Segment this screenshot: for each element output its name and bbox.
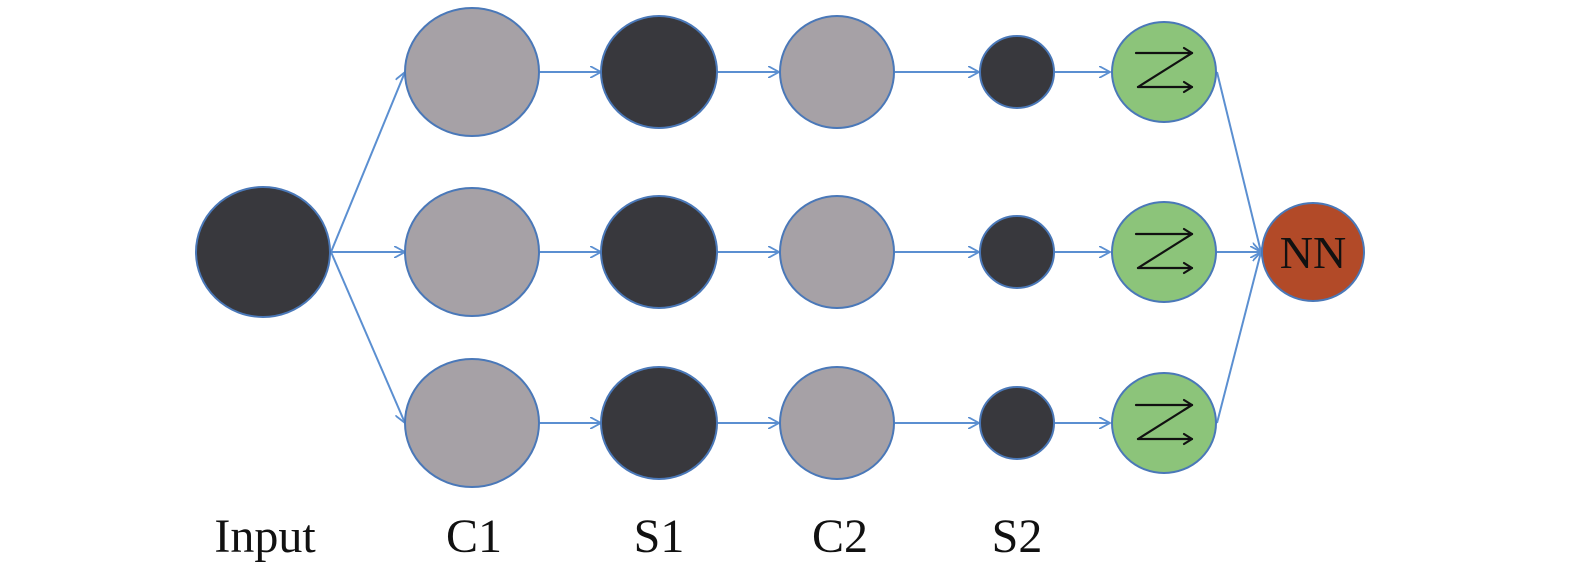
s2-node-mid [979, 215, 1055, 289]
c2-node-bot [779, 366, 895, 480]
s2-label: S2 [992, 510, 1043, 563]
s1-label: S1 [634, 510, 685, 563]
c1-node-mid [404, 187, 540, 317]
flatten-node-top [1111, 21, 1217, 123]
edge-flatten-top-to-nn [1216, 71, 1261, 252]
nodes: NN [195, 7, 1365, 488]
c2-node-top [779, 15, 895, 129]
stage-labels: Input C1 S1 C2 S2 [214, 510, 1042, 563]
c1-label: C1 [446, 510, 502, 563]
edge-input-to-c1-top [330, 72, 405, 253]
c2-node-mid [779, 195, 895, 309]
c1-node-top [404, 7, 540, 137]
s2-node-top [979, 35, 1055, 109]
edge-input-to-c1-bot [330, 251, 405, 423]
input-label: Input [214, 510, 316, 563]
edges [330, 71, 1261, 424]
c2-label: C2 [812, 510, 868, 563]
s1-node-bot [600, 366, 718, 480]
s2-node-bot [979, 386, 1055, 460]
s1-node-mid [600, 195, 718, 309]
nn-label: NN [1280, 227, 1346, 278]
edge-flatten-bot-to-nn [1216, 252, 1261, 424]
input-node [195, 186, 331, 318]
c1-node-bot [404, 358, 540, 488]
nn-node [1261, 202, 1365, 302]
s1-node-top [600, 15, 718, 129]
